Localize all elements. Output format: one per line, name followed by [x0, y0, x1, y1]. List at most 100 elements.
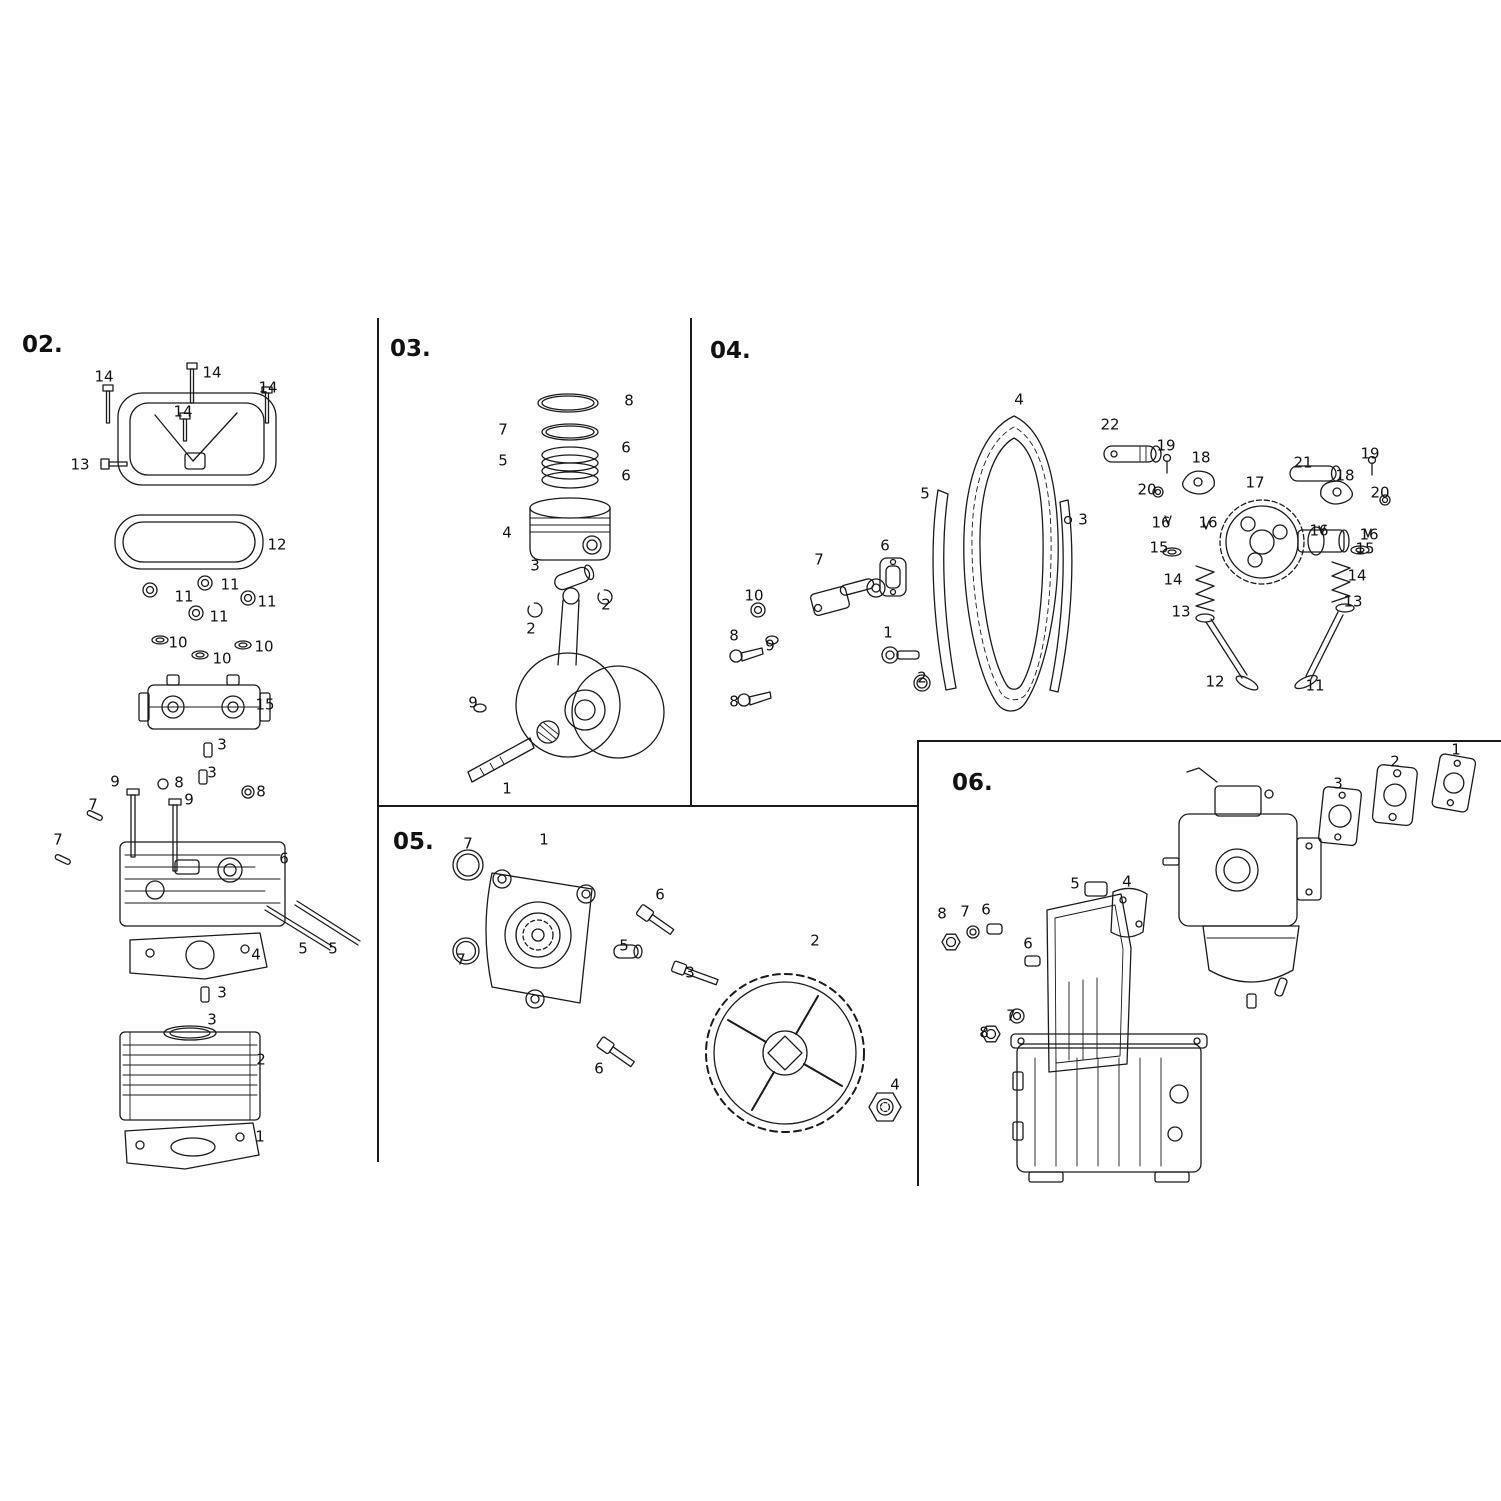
- cylinder-head-drawing: [119, 841, 286, 927]
- crankshaft-drawing: [467, 587, 665, 783]
- part-number-callout: 15: [255, 695, 275, 714]
- part-number-callout: 15: [1149, 538, 1169, 557]
- part-number-callout: 9: [184, 790, 194, 809]
- part-number-callout: 2: [601, 595, 611, 614]
- air-filter-box-drawing: [1010, 1033, 1208, 1183]
- part-number-callout: 4: [1014, 390, 1024, 409]
- part-number-callout: 7: [498, 420, 508, 439]
- divider-vertical-left: [377, 318, 379, 1162]
- part-number-callout: 4: [251, 945, 261, 964]
- part-number-callout: 8: [937, 904, 947, 923]
- part-number-callout: 9: [765, 636, 775, 655]
- part-number-callout: 16: [1198, 513, 1218, 532]
- part-number-callout: 17: [1245, 473, 1265, 492]
- spring-retainers-drawing: [1162, 545, 1370, 557]
- part-number-callout: 9: [110, 772, 120, 791]
- part-number-callout: 15: [1355, 539, 1375, 558]
- part-number-callout: 19: [1156, 436, 1176, 455]
- part-number-callout: 10: [168, 633, 188, 652]
- part-number-callout: 18: [1191, 448, 1211, 467]
- part-number-callout: 6: [655, 885, 665, 904]
- valve-cover-drawing: [100, 362, 277, 486]
- part-number-callout: 18: [1335, 466, 1355, 485]
- part-number-callout: 6: [880, 536, 890, 555]
- engine-shroud-drawing: [1046, 881, 1132, 1073]
- cap-nuts-drawing: [142, 575, 256, 621]
- part-number-callout: 11: [209, 607, 229, 626]
- part-number-callout: 8: [256, 782, 266, 801]
- section-05-drawing: [452, 849, 902, 1133]
- part-number-callout: 3: [207, 1010, 217, 1029]
- sprocket-nut-drawing: [868, 1092, 902, 1122]
- part-number-callout: 7: [814, 550, 824, 569]
- carb-gaskets-drawing: [1318, 753, 1477, 847]
- part-number-callout: 5: [619, 936, 629, 955]
- key-washer-drawing: [473, 703, 487, 713]
- part-number-callout: 10: [744, 586, 764, 605]
- part-number-callout: 7: [53, 830, 63, 849]
- part-number-callout: 1: [255, 1127, 265, 1146]
- timing-chain-drawing: [963, 415, 1059, 712]
- part-number-callout: 7: [463, 834, 473, 853]
- section-label-04: 04.: [710, 338, 751, 364]
- part-number-callout: 1: [1451, 740, 1461, 759]
- part-number-callout: 4: [502, 523, 512, 542]
- section-label-06: 06.: [952, 770, 993, 796]
- part-number-callout: 11: [220, 575, 240, 594]
- o-rings-drawing: [452, 849, 484, 965]
- camshaft-drawing: [1219, 499, 1350, 585]
- rocker-shaft-drawing: [1103, 445, 1342, 482]
- part-number-callout: 2: [526, 619, 536, 638]
- divider-box06-left: [917, 740, 919, 1186]
- part-number-callout: 6: [279, 849, 289, 868]
- dowel-pins-drawing: [198, 742, 213, 785]
- part-number-callout: 3: [217, 983, 227, 1002]
- part-number-callout: 2: [917, 668, 927, 687]
- part-number-callout: 5: [328, 939, 338, 958]
- part-number-callout: 16: [1309, 521, 1329, 540]
- spring-seats-drawing: [1195, 603, 1355, 623]
- chain-tensioner-drawing: [810, 578, 886, 617]
- part-number-callout: 20: [1137, 480, 1157, 499]
- piston-rings-drawing: [537, 393, 599, 489]
- part-number-callout: 6: [594, 1059, 604, 1078]
- head-gasket-drawing: [129, 932, 268, 980]
- part-number-callout: 5: [498, 451, 508, 470]
- section-03-drawing: [467, 393, 665, 783]
- rocker-arms-drawing: [1182, 470, 1353, 505]
- section-label-02: 02.: [22, 332, 63, 358]
- part-number-callout: 8: [174, 773, 184, 792]
- section-label-05: 05.: [393, 829, 434, 855]
- part-number-callout: 3: [1333, 774, 1343, 793]
- tensioner-hardware-drawing: [729, 602, 931, 707]
- part-number-callout: 1: [502, 779, 512, 798]
- divider-box06-top: [917, 740, 1501, 742]
- divider-horizontal: [377, 805, 919, 807]
- part-number-callout: 1: [883, 623, 893, 642]
- part-number-callout: 14: [173, 402, 193, 421]
- tensioner-gasket-drawing: [879, 557, 907, 597]
- valve-springs-drawing: [1195, 561, 1351, 612]
- part-number-callout: 3: [530, 556, 540, 575]
- part-number-callout: 5: [298, 939, 308, 958]
- part-number-callout: 10: [254, 637, 274, 656]
- part-number-callout: 7: [1006, 1006, 1016, 1025]
- section-02-drawing: [54, 362, 361, 1170]
- carburetor-drawing: [1162, 767, 1322, 1009]
- part-number-callout: 14: [258, 378, 278, 397]
- washers-drawing: [151, 635, 252, 660]
- part-number-callout: 7: [960, 902, 970, 921]
- part-number-callout: 16: [1359, 525, 1379, 544]
- section-label-03: 03.: [390, 336, 431, 362]
- valve-keepers-drawing: [1164, 515, 1372, 538]
- section-06-drawing: [941, 753, 1477, 1183]
- part-number-callout: 14: [202, 363, 222, 382]
- pin-clips-drawing: [527, 589, 613, 618]
- section-04-drawing: [729, 415, 1391, 712]
- oil-pump-sprocket-drawing: [705, 973, 865, 1133]
- pump-rotor-pin-drawing: [613, 944, 643, 959]
- part-number-callout: 8: [624, 391, 634, 410]
- base-gasket-drawing: [124, 1122, 260, 1170]
- part-number-callout: 22: [1100, 415, 1120, 434]
